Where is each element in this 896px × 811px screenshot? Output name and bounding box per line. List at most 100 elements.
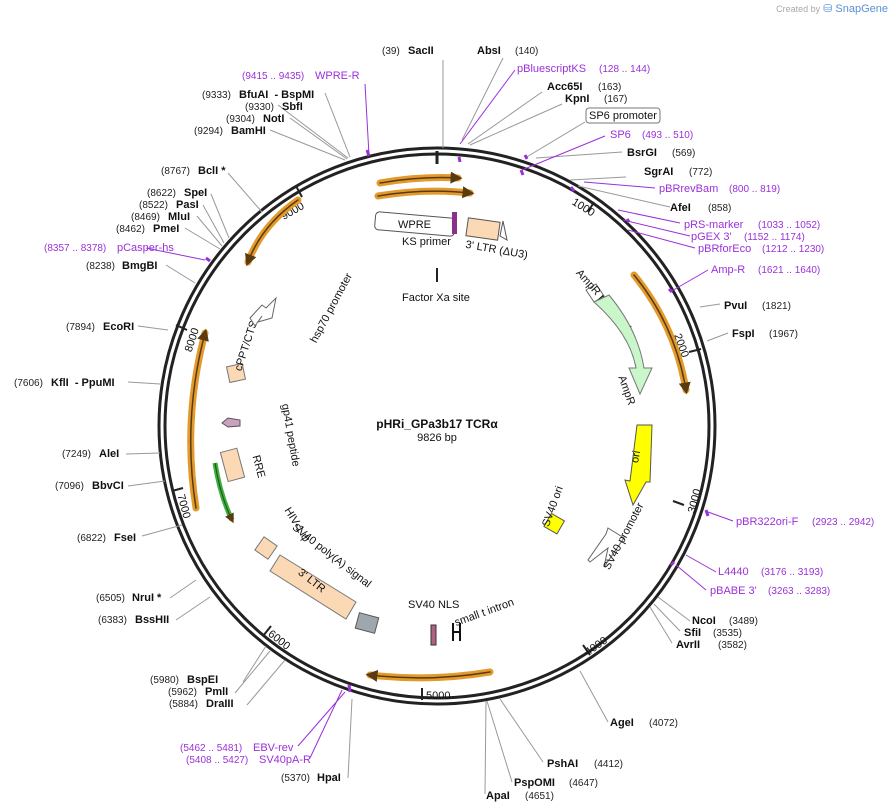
primer-name-pbrforeco: pBRforEco bbox=[698, 243, 751, 255]
primer-pos-pcasper-hs: (8357 .. 8378) bbox=[44, 243, 106, 254]
tick-label-5000: 5000 bbox=[426, 690, 450, 702]
primer-name-sv40pa-r: SV40pA-R bbox=[259, 754, 311, 766]
site-pos-fsei: (6822) bbox=[77, 533, 106, 544]
site-pos-bmgbi: (8238) bbox=[86, 261, 115, 272]
ori-feature bbox=[624, 424, 653, 507]
site-name-ecori: EcoRI bbox=[103, 321, 134, 333]
restriction-sites: (39) SacII AbsI (140) Acc65I (163) KpnI … bbox=[14, 45, 798, 802]
site-pos-sfii: (3535) bbox=[713, 628, 742, 639]
snapgene-logo-icon: ⛁ bbox=[823, 3, 833, 15]
factor-xa-label: Factor Xa site bbox=[402, 292, 470, 304]
site-pos-alei: (7249) bbox=[62, 449, 91, 460]
ltr-delta-feature bbox=[465, 217, 501, 241]
site-pos-pvui: (1821) bbox=[762, 301, 791, 312]
site-name-acc65i: Acc65I bbox=[547, 81, 582, 93]
created-by-label: Created by bbox=[776, 3, 821, 14]
cppt-cts-feature bbox=[225, 362, 247, 384]
snapgene-brand: Created by ⛁ SnapGene bbox=[776, 2, 888, 16]
site-name-kpni: KpnI bbox=[565, 93, 589, 105]
primer-name-pbluescriptks: pBluescriptKS bbox=[517, 63, 586, 75]
site-name-ncoi: NcoI bbox=[692, 615, 716, 627]
site-pos-avrii: (3582) bbox=[718, 640, 747, 651]
site-name-apai: ApaI bbox=[486, 790, 510, 802]
site-pos-bfuai: (9333) bbox=[202, 90, 231, 101]
sv40-ori-feature bbox=[543, 512, 566, 535]
primer-pos-sp6: (493 .. 510) bbox=[642, 130, 693, 141]
primer-name-pcasper-hs: pCasper-hs bbox=[117, 242, 174, 254]
primer-leader-lines bbox=[145, 69, 734, 759]
site-name-sfii: SfiI bbox=[684, 627, 701, 639]
sv40-nls-feature bbox=[430, 624, 437, 646]
site-name-pasi: PasI bbox=[176, 199, 199, 211]
orange-arrows bbox=[187, 171, 691, 682]
site-name-pspomi: PspOMI bbox=[514, 777, 555, 789]
primer-pos-ebv-rev: (5462 .. 5481) bbox=[180, 743, 242, 754]
plasmid-length: 9826 bp bbox=[417, 432, 457, 444]
ltr-3-feature bbox=[269, 554, 357, 620]
site-name-bsshii: BssHII bbox=[135, 614, 169, 626]
site-pos-afei: (858) bbox=[708, 203, 731, 214]
ltr-delta-label: 3' LTR (ΔU3) bbox=[465, 239, 529, 262]
backbone-outer-ring bbox=[157, 146, 717, 706]
primer-name-sp6: SP6 bbox=[610, 129, 631, 141]
primer-pos-pbrforeco: (1212 .. 1230) bbox=[762, 244, 824, 255]
site-name-bcli: BclI * bbox=[198, 165, 226, 177]
primer-pos-pbrrevbam: (800 .. 819) bbox=[729, 184, 780, 195]
primer-name-amp-r: Amp-R bbox=[711, 264, 745, 276]
ks-primer-label: KS primer bbox=[402, 236, 451, 248]
rre-feature bbox=[219, 447, 246, 483]
primer-pos-l4440: (3176 .. 3193) bbox=[761, 567, 823, 578]
site-pos-bamhi: (9294) bbox=[194, 126, 223, 137]
site-name-nrui: NruI * bbox=[132, 592, 162, 604]
site-name-bamhi: BamHI bbox=[231, 125, 266, 137]
site-pos-absi: (140) bbox=[515, 46, 538, 57]
site-pos-ncoi: (3489) bbox=[729, 616, 758, 627]
primer-name-pbabe-3: pBABE 3' bbox=[710, 585, 757, 597]
site-pos-sacii: (39) bbox=[382, 46, 400, 57]
gp41-peptide-label: gp41 peptide bbox=[279, 403, 302, 468]
rre-label: RRE bbox=[250, 454, 268, 480]
cppt-cts-label: cPPT/CTS bbox=[233, 319, 260, 372]
site-name-bsrgi: BsrGI bbox=[627, 147, 657, 159]
primer-pos-sv40pa-r: (5408 .. 5427) bbox=[186, 755, 248, 766]
site-pos-pspomi: (4647) bbox=[569, 778, 598, 789]
primer-name-prs-marker: pRS-marker bbox=[684, 219, 744, 231]
site-name-kfli-ppumi: KflI - PpuMI bbox=[51, 377, 115, 389]
site-pos-agei: (4072) bbox=[649, 718, 678, 729]
hsp70-promoter-feature bbox=[249, 296, 277, 327]
sv40-nls-label: SV40 NLS bbox=[408, 599, 459, 611]
site-pos-noti: (9304) bbox=[226, 114, 255, 125]
site-name-fspi: FspI bbox=[732, 328, 755, 340]
site-name-agei: AgeI bbox=[610, 717, 634, 729]
small-t-intron-feature bbox=[452, 623, 461, 641]
snapgene-name: SnapGene bbox=[835, 2, 888, 15]
sv40-promoter-feature bbox=[587, 527, 625, 568]
site-pos-nrui: (6505) bbox=[96, 593, 125, 604]
site-name-sgrai: SgrAI bbox=[644, 166, 673, 178]
primer-pos-amp-r: (1621 .. 1640) bbox=[758, 265, 820, 276]
small-t-intron-label: small t intron bbox=[453, 596, 516, 629]
primer-pos-wpre-r: (9415 .. 9435) bbox=[242, 71, 304, 82]
hiv-psi-feature bbox=[254, 536, 278, 560]
sp6-promoter-label: SP6 promoter bbox=[589, 110, 657, 122]
leader-lines bbox=[125, 57, 729, 795]
wpre-label: WPRE bbox=[398, 219, 431, 231]
plasmid-name: pHRi_GPa3b17 TCRα bbox=[376, 417, 498, 431]
primer-name-pbr322ori-f: pBR322ori-F bbox=[736, 516, 799, 528]
sp6-promoter-box bbox=[585, 107, 661, 124]
ampr-feature bbox=[593, 294, 653, 396]
primer-name-wpre-r: WPRE-R bbox=[315, 70, 360, 82]
primer-pos-pgex-3: (1152 .. 1174) bbox=[744, 232, 805, 243]
site-name-alei: AleI bbox=[99, 448, 119, 460]
primer-name-l4440: L4440 bbox=[718, 566, 749, 578]
primer-pos-prs-marker: (1033 .. 1052) bbox=[758, 220, 820, 231]
site-pos-bsrgi: (569) bbox=[672, 148, 695, 159]
site-name-bmgbi: BmgBI bbox=[122, 260, 157, 272]
sv40-polya-feature bbox=[354, 612, 380, 634]
site-pos-pmei: (8462) bbox=[116, 224, 145, 235]
primer-name-pbrrevbam: pBRrevBam bbox=[659, 183, 718, 195]
site-pos-bspei: (5980) bbox=[150, 675, 179, 686]
primer-labels: (9415 .. 9435) WPRE-R pBluescriptKS (128… bbox=[44, 63, 874, 766]
site-pos-spei: (8622) bbox=[147, 188, 176, 199]
